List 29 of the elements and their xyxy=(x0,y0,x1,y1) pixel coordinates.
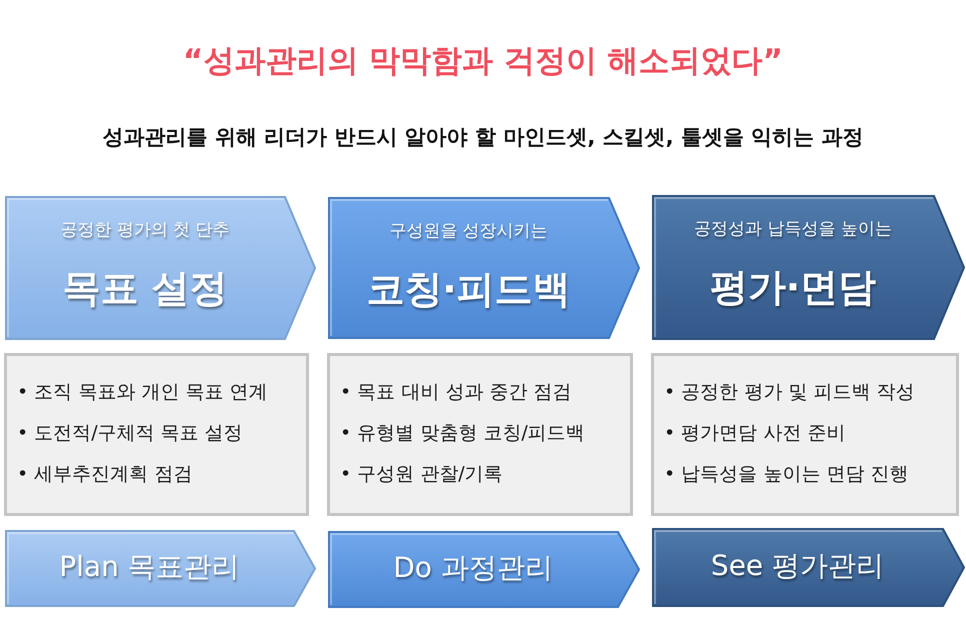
process-step xyxy=(5,196,316,340)
bullet-item: • 도전적/구체적 목표 설정 xyxy=(17,421,243,445)
bullet-item: • 세부추진계획 점검 xyxy=(17,462,192,486)
phase-label: Do 과정관리 xyxy=(393,550,553,584)
phase-banner xyxy=(328,531,640,608)
step-caption: 구성원을 성장시키는 xyxy=(389,221,548,242)
bullet-item: • 구성원 관찰/기록 xyxy=(340,462,503,486)
step-heading: 코칭·피드백 xyxy=(366,267,571,313)
phase-label: Plan 목표관리 xyxy=(59,550,240,584)
description-box xyxy=(4,353,309,516)
process-step xyxy=(652,195,965,340)
step-heading: 평가·면담 xyxy=(710,265,876,311)
subtitle: 성과관리를 위해 리더가 반드시 알아야 할 마인드셋, 스킬셋, 툴셋을 익히는 과정 xyxy=(102,124,864,151)
bullet-item: • 유형별 맞춤형 코칭/피드백 xyxy=(340,421,585,445)
step-heading: 목표 설정 xyxy=(62,266,228,312)
step-caption: 공정한 평가의 첫 단추 xyxy=(60,220,230,240)
bullet-item: • 조직 목표와 개인 목표 연계 xyxy=(17,380,268,404)
phase-label: See 평가관리 xyxy=(710,548,884,582)
step-caption: 공정성과 납득성을 높이는 xyxy=(694,219,892,240)
bullet-item: • 공정한 평가 및 피드백 작성 xyxy=(664,380,914,404)
description-box xyxy=(327,353,633,516)
bullet-item: • 납득성을 높이는 면담 진행 xyxy=(664,462,908,486)
title: “성과관리의 막막함과 걱정이 해소되었다” xyxy=(182,42,784,81)
phase-banner xyxy=(5,530,316,607)
bullet-item: • 평가면담 사전 준비 xyxy=(664,421,846,445)
bullet-item: • 목표 대비 성과 중간 점검 xyxy=(340,380,572,404)
description-box xyxy=(651,353,959,516)
process-step xyxy=(328,197,640,339)
phase-banner xyxy=(652,528,965,607)
